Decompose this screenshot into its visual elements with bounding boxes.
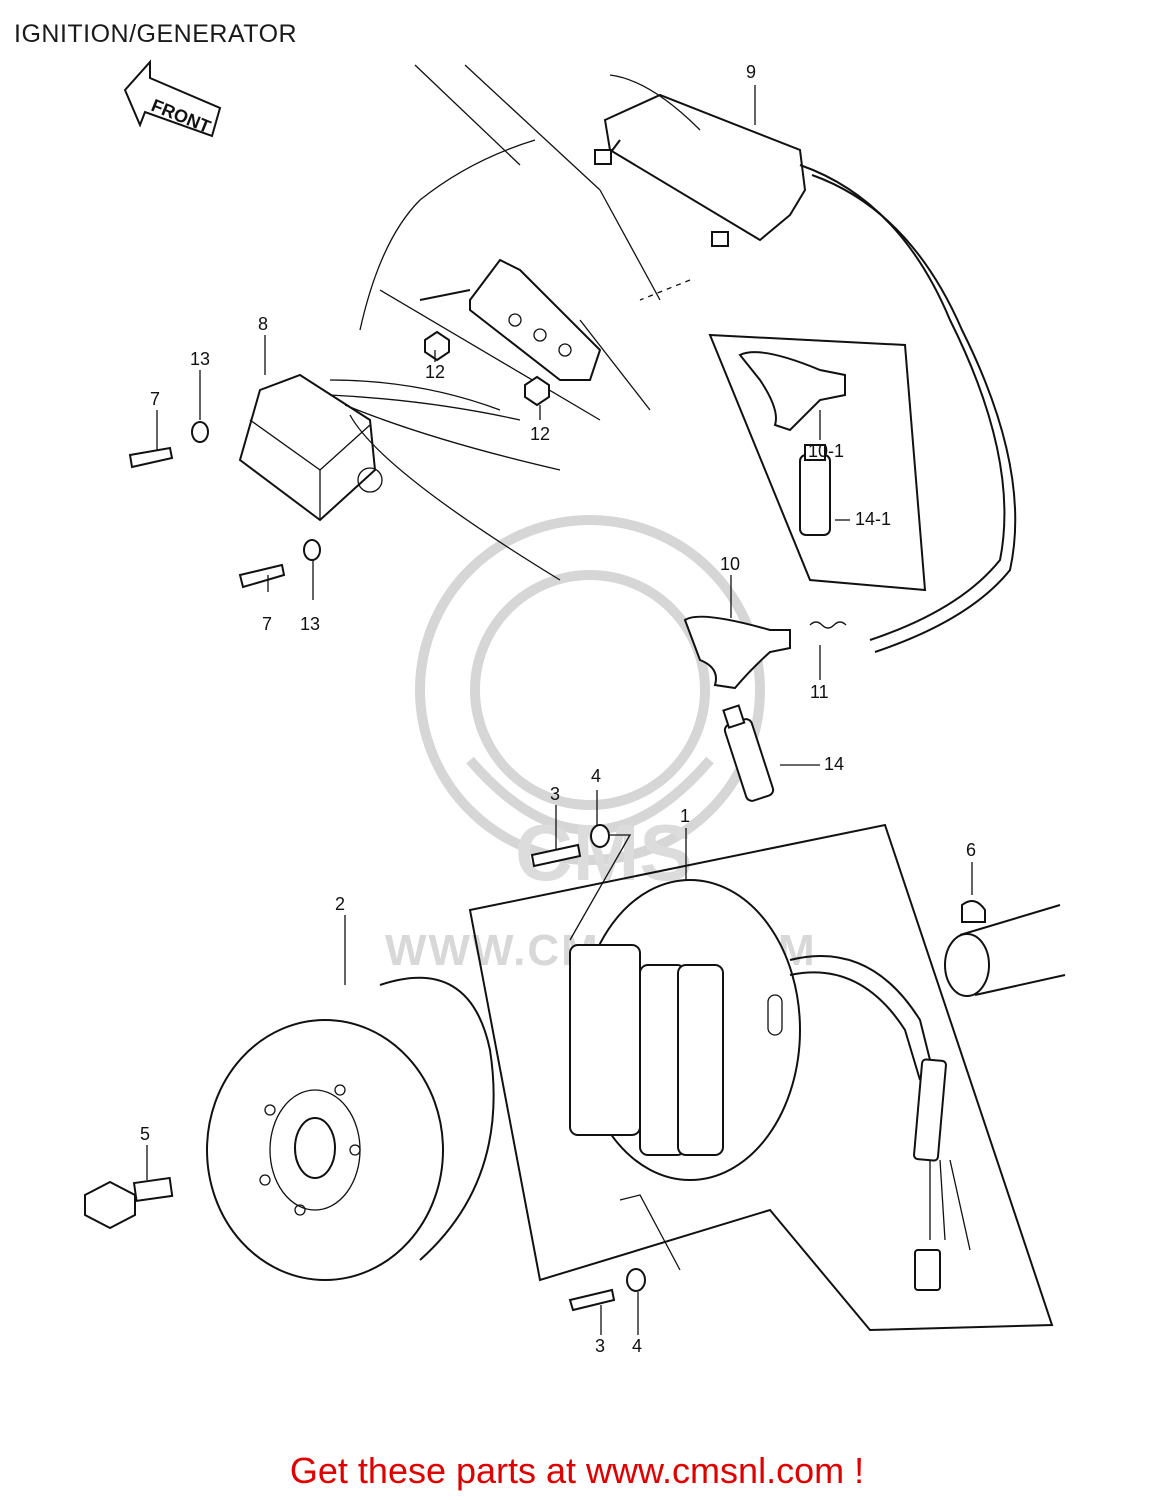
callout-7-top: 7 [150, 389, 160, 409]
ignition-coil [594, 74, 807, 301]
callout-3-top: 3 [550, 784, 560, 804]
callout-1: 1 [680, 806, 690, 826]
rotor-bolt [84, 1176, 174, 1230]
callout-12-right: 12 [530, 424, 550, 444]
bolt-washer-set-bottom [238, 539, 321, 589]
spark-plug [722, 704, 775, 802]
woodruff-key [961, 900, 986, 923]
callout-7-bottom: 7 [262, 614, 272, 634]
callout-10-1: 10-1 [808, 441, 844, 461]
cdi-unit [238, 373, 561, 581]
high-tension-lead-outer [811, 174, 1017, 653]
callout-3-bottom: 3 [595, 1336, 605, 1356]
callout-10: 10 [720, 554, 740, 574]
callout-13-bottom: 13 [300, 614, 320, 634]
callout-14-1: 14-1 [855, 509, 891, 529]
leader-lines [146, 85, 973, 1335]
callout-6: 6 [966, 840, 976, 860]
callout-14: 14 [824, 754, 844, 774]
footer-link[interactable]: Get these parts at www.cmsnl.com ! [289, 1450, 865, 1491]
screw-washer-set-top [530, 824, 610, 868]
callout-4-top: 4 [591, 766, 601, 786]
screw-washer-set-bottom [568, 1268, 646, 1312]
callout-8: 8 [258, 314, 268, 334]
inset-box-alt-parts [708, 333, 927, 592]
callout-13-top: 13 [190, 349, 210, 369]
front-arrow-icon: FRONT [123, 59, 222, 138]
callout-5: 5 [140, 1124, 150, 1144]
plug-cap [683, 615, 791, 690]
callout-2: 2 [335, 894, 345, 914]
callout-4-bottom: 4 [632, 1336, 642, 1356]
frame-outline [359, 64, 661, 421]
callout-11: 11 [810, 682, 829, 702]
callout-12-left: 12 [425, 362, 445, 382]
flywheel-rotor [206, 976, 495, 1281]
stator-assembly [468, 823, 1054, 1332]
mounting-bracket [419, 258, 602, 407]
spring [809, 621, 847, 629]
callout-9: 9 [746, 62, 756, 82]
crankshaft-end [944, 904, 1066, 997]
bolt-washer-set-top [128, 421, 209, 469]
page-title: IGNITION/GENERATOR [14, 20, 298, 48]
